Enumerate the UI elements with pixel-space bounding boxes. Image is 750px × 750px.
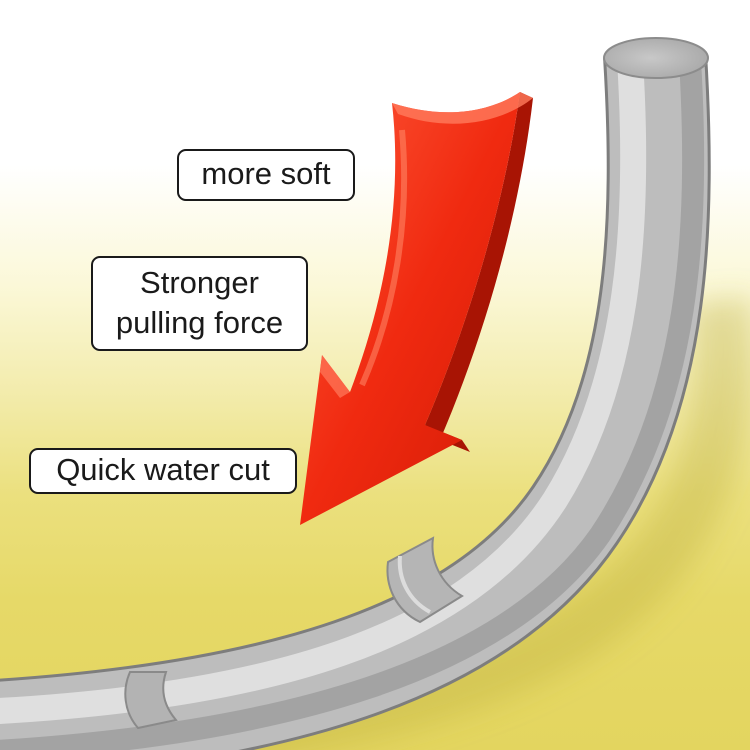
callout-more-soft: more soft <box>177 149 355 201</box>
callout-water-cut: Quick water cut <box>29 448 297 494</box>
callout-pulling-force-line-1: Stronger <box>140 265 259 300</box>
callout-more-soft-text: more soft <box>201 156 331 191</box>
red-arrow-face <box>300 92 520 525</box>
callout-water-cut-text: Quick water cut <box>56 452 270 487</box>
line-joint-ring <box>386 536 464 624</box>
trimmer-line-highlight <box>0 59 647 724</box>
trimmer-line-shade <box>0 59 705 750</box>
trimmer-line-tube <box>0 52 708 750</box>
red-arrow <box>300 92 533 525</box>
callout-pulling-force-line-2: pulling force <box>115 305 284 340</box>
line-joint-ring-lower <box>124 671 178 730</box>
callout-pulling-force: Stronger pulling force <box>91 256 308 351</box>
line-end-cap <box>603 37 709 79</box>
